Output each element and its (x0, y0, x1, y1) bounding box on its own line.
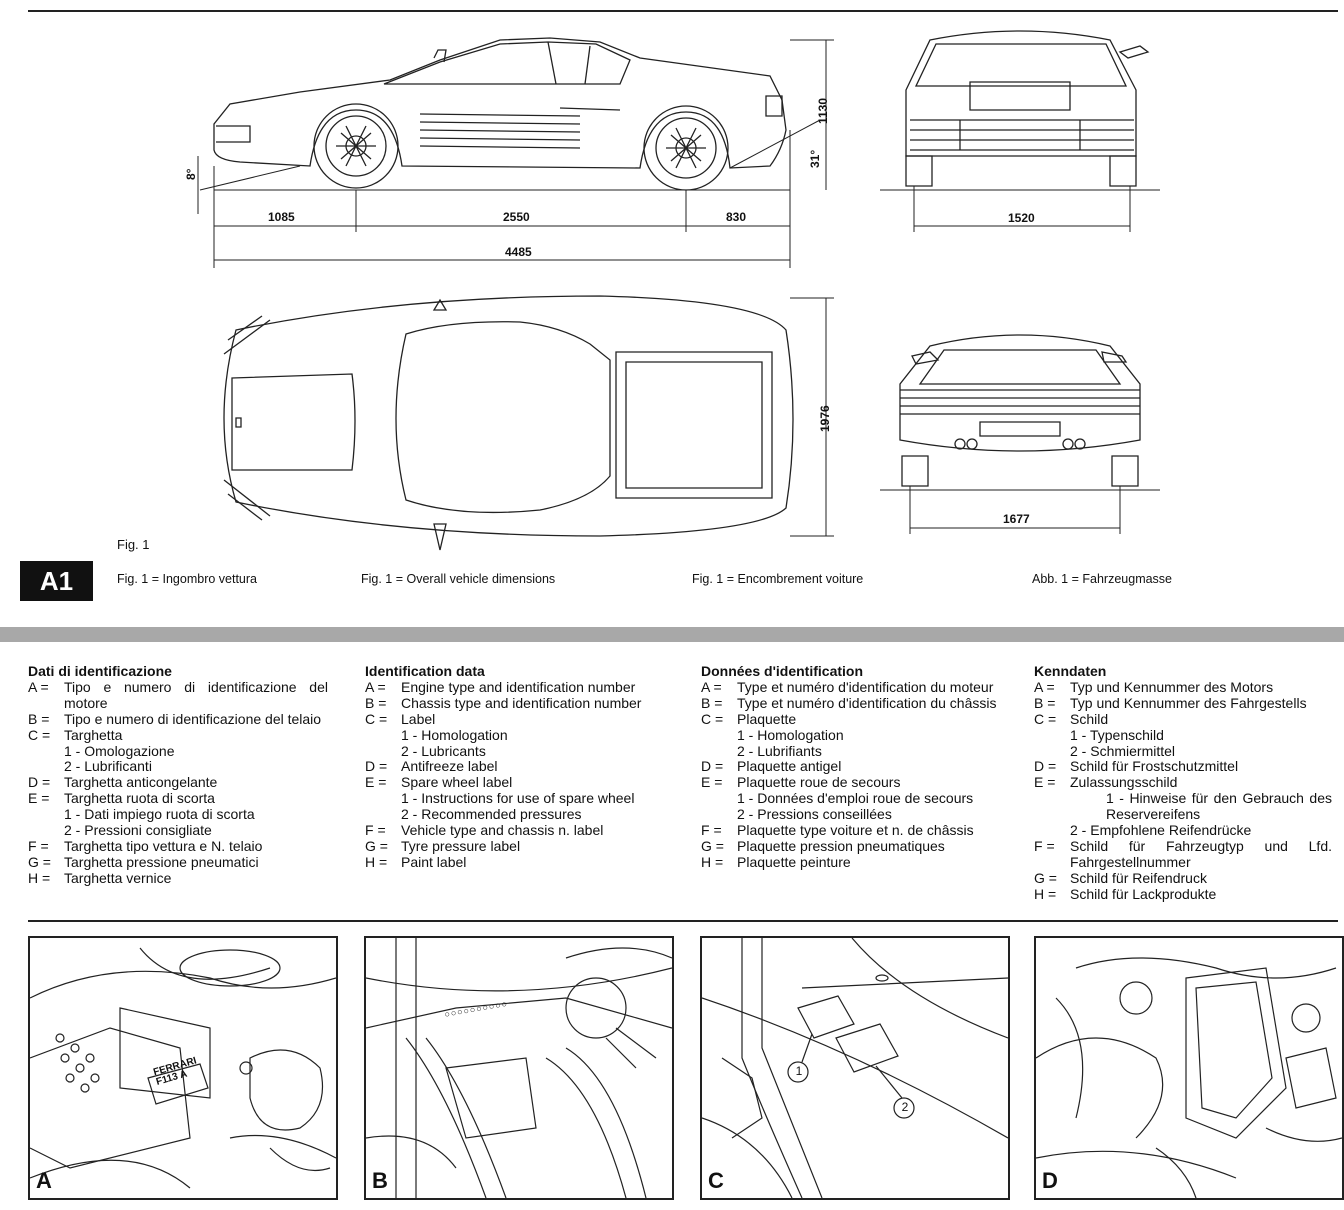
dim-wheelbase: 2550 (503, 210, 530, 224)
item-c1: 1 - Homologation (401, 726, 508, 743)
engine-compartment-illustration-d (1036, 938, 1342, 1198)
panel-label-a: A (36, 1168, 52, 1193)
caption-german: Abb. 1 = Fahrzeugmasse (1032, 572, 1173, 586)
item-d: D =Schild für Frostschutzmittel (1034, 758, 1239, 775)
dim-front-track: 1520 (1008, 211, 1035, 225)
item-d: D =Plaquette antigel (701, 758, 842, 775)
item-c2: 2 - Lubrificanti (64, 758, 152, 775)
separator-band (0, 627, 1344, 642)
top-view-drawing (224, 296, 793, 550)
item-e1: 1 - Données d'emploi roue de secours (737, 790, 974, 807)
front-view-drawing (906, 31, 1148, 186)
item-b: B =Typ und Kennummer des Fahrgestells (1034, 694, 1307, 711)
item-f: F =Targhetta tipo vettura e N. telaio (28, 837, 263, 854)
item-h: H =Paint label (365, 853, 467, 870)
item-a: A =Engine type and identification number (365, 678, 636, 695)
identification-column-italian: Dati di identificazione A =Tipo e numero… (28, 663, 328, 887)
item-c: C =Plaquette (701, 710, 797, 727)
chassis-illustration-b (366, 938, 672, 1198)
vehicle-dimension-drawings (0, 0, 1344, 627)
dim-rear-track: 1677 (1003, 512, 1030, 526)
item-e2: 2 - Pressioni consigliate (64, 822, 212, 839)
item-e2: 2 - Recommended pressures (401, 806, 582, 823)
callout-2: 2 (901, 1100, 909, 1114)
item-e2: 2 - Pressions conseillées (737, 806, 892, 823)
column-title: Dati di identificazione (28, 663, 172, 679)
item-c2: 2 - Schmiermittel (1070, 742, 1176, 759)
dim-front-overhang: 1085 (268, 210, 295, 224)
panel-label-d: D (1042, 1168, 1058, 1193)
caption-french: Fig. 1 = Encombrement voiture (692, 572, 864, 586)
label-location-illustration-c (702, 938, 1008, 1198)
caption-italian: Fig. 1 = Ingombro vettura (117, 572, 258, 586)
item-g: G =Schild für Reifendruck (1034, 869, 1207, 886)
dim-height: 1130 (816, 97, 830, 124)
rear-view-drawing (900, 335, 1140, 486)
item-c: C =Targhetta (28, 726, 123, 743)
item-a: A =Type et numéro d'identification du mo… (701, 678, 994, 695)
item-e1: 1 - Instructions for use of spare wheel (401, 790, 635, 807)
identification-column-english: Identification data A =Engine type and i… (365, 663, 665, 871)
dim-rear-overhang: 830 (726, 210, 747, 224)
item-h: H =Schild für Lackprodukte (1034, 885, 1217, 902)
item-e: E =Plaquette roue de secours (701, 774, 901, 791)
item-f: F =Vehicle type and chassis n. label (365, 822, 604, 839)
item-b: B =Tipo e numero di identificazione del … (28, 710, 322, 727)
caption-english: Fig. 1 = Overall vehicle dimensions (361, 572, 556, 586)
item-c1: 1 - Typenschild (1070, 726, 1164, 743)
column-title: Données d'identification (701, 663, 864, 679)
dim-overall-width: 1976 (818, 405, 832, 432)
item-g: G =Plaquette pression pneumatiques (701, 837, 945, 854)
section-rule (28, 920, 1338, 922)
item-f: F =Plaquette type voiture et n. de châss… (701, 822, 974, 839)
identification-column-german: Kenndaten A =Typ und Kennummer des Motor… (1034, 663, 1332, 903)
item-e: E =Spare wheel label (365, 774, 513, 791)
dim-departure-angle: 31° (808, 149, 822, 168)
item-e: E =Zulassungsschild (1034, 774, 1178, 791)
item-e1: 1 - Dati impiego ruota di scorta (64, 806, 255, 823)
detail-panel-d: D (1034, 936, 1344, 1200)
item-c: C =Label (365, 710, 436, 727)
engine-bay-illustration-a (30, 938, 336, 1198)
column-title: Kenndaten (1034, 663, 1107, 679)
figure-label: Fig. 1 (117, 537, 150, 552)
item-a: A =Typ und Kennummer des Motors (1034, 678, 1274, 695)
item-b: B =Type et numéro d'identification du ch… (701, 694, 997, 711)
item-e2: 2 - Empfohlene Reifendrücke (1070, 822, 1252, 839)
dim-overall-length: 4485 (505, 245, 532, 259)
item-d: D =Antifreeze label (365, 758, 498, 775)
item-b: B =Chassis type and identification numbe… (365, 694, 642, 711)
column-title: Identification data (365, 663, 485, 679)
identification-column-french: Données d'identification A =Type et numé… (701, 663, 999, 871)
item-a: A =Tipo e numero di identificazione del … (28, 678, 328, 711)
item-h: H =Plaquette peinture (701, 853, 851, 870)
callout-1: 1 (795, 1064, 803, 1078)
item-c2: 2 - Lubricants (401, 742, 486, 759)
section-badge: A1 (20, 561, 93, 601)
detail-panel-c: 1 2 C (700, 936, 1010, 1200)
detail-panel-a: FERRARI F113 A A (28, 936, 338, 1200)
item-c2: 2 - Lubrifiants (737, 742, 822, 759)
panel-label-b: B (372, 1168, 388, 1193)
item-h: H =Targhetta vernice (28, 869, 172, 886)
item-g: G =Targhetta pressione pneumatici (28, 853, 259, 870)
item-c1: 1 - Omologazione (64, 742, 175, 759)
item-c: C =Schild (1034, 710, 1109, 727)
item-f: F =Schild für Fahrzeugtyp und Lfd. Fahrg… (1034, 837, 1332, 870)
dim-approach-angle: 8° (184, 168, 198, 180)
item-d: D =Targhetta anticongelante (28, 774, 218, 791)
item-c1: 1 - Homologation (737, 726, 844, 743)
item-g: G =Tyre pressure label (365, 837, 521, 854)
top-rule (28, 10, 1338, 12)
item-e: E =Targhetta ruota di scorta (28, 790, 215, 807)
detail-panel-b: ○○○○○○○○○○ B (364, 936, 674, 1200)
item-e1: 1 - Hinweise für den Gebrauch des Reserv… (1106, 790, 1332, 823)
panel-label-c: C (708, 1168, 724, 1193)
side-view-drawing (214, 38, 786, 190)
